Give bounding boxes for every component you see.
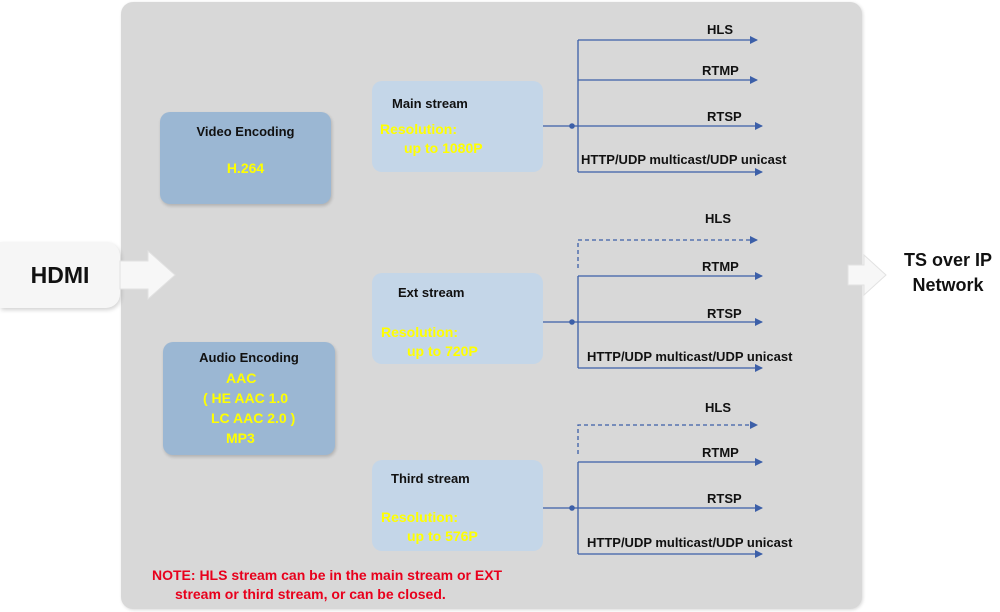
third-rtmp-label: RTMP: [702, 445, 739, 460]
ext-stream-node: [569, 319, 575, 325]
main-stream-node: [569, 123, 575, 129]
hdmi-label: HDMI: [30, 262, 90, 288]
audio-encoding-title: Audio Encoding: [199, 350, 299, 365]
audio-codec-lc-aac: LC AAC 2.0 ): [211, 410, 296, 426]
third-stream-node: [569, 505, 575, 511]
third-hls-label: HLS: [705, 400, 731, 415]
ext-hls-label: HLS: [705, 211, 731, 226]
output-label: TS over IP Network: [893, 248, 1000, 298]
video-encoding-box: [160, 112, 331, 204]
main-stream-routing: [543, 36, 763, 176]
audio-codec-he-aac: ( HE AAC 1.0: [203, 390, 289, 406]
third-stream-resolution-label: Resolution:: [381, 509, 458, 525]
main-hls-label: HLS: [707, 22, 733, 37]
video-codec-label: H.264: [226, 160, 265, 176]
main-http-udp-label: HTTP/UDP multicast/UDP unicast: [581, 152, 787, 167]
output-label-line1: TS over IP: [903, 250, 993, 270]
ext-stream-resolution-label: Resolution:: [381, 324, 458, 340]
third-stream-title: Third stream: [391, 471, 470, 486]
main-stream-resolution-value: up to 1080P: [404, 140, 483, 156]
audio-codec-mp3: MP3: [226, 430, 255, 446]
main-stream-box: [372, 81, 543, 172]
note-line2: stream or third stream, or can be closed…: [175, 586, 446, 602]
third-stream-box: [372, 460, 543, 551]
third-http-udp-label: HTTP/UDP multicast/UDP unicast: [587, 535, 793, 550]
video-encoding-title: Video Encoding: [196, 124, 295, 139]
main-stream-title: Main stream: [392, 96, 468, 111]
audio-codec-aac: AAC: [226, 370, 257, 386]
ext-rtmp-label: RTMP: [702, 259, 739, 274]
output-label-line2: Network: [912, 275, 984, 295]
ext-rtsp-label: RTSP: [707, 306, 742, 321]
hdmi-input-box: [0, 242, 120, 308]
ext-stream-box: [372, 273, 543, 364]
third-rtsp-label: RTSP: [707, 491, 742, 506]
main-stream-resolution-label: Resolution:: [380, 121, 457, 137]
third-stream-resolution-value: up to 576P: [407, 528, 478, 544]
ext-stream-title: Ext stream: [398, 285, 465, 300]
ext-http-udp-label: HTTP/UDP multicast/UDP unicast: [587, 349, 793, 364]
third-stream-routing: [543, 421, 763, 558]
audio-encoding-box: [163, 342, 335, 455]
output-arrow-icon: [847, 253, 887, 297]
ext-stream-resolution-value: up to 720P: [407, 343, 478, 359]
hdmi-arrow-icon: [119, 249, 176, 301]
note-line1: NOTE: HLS stream can be in the main stre…: [152, 567, 503, 583]
main-rtsp-label: RTSP: [707, 109, 742, 124]
ext-stream-routing: [543, 236, 763, 372]
main-rtmp-label: RTMP: [702, 63, 739, 78]
